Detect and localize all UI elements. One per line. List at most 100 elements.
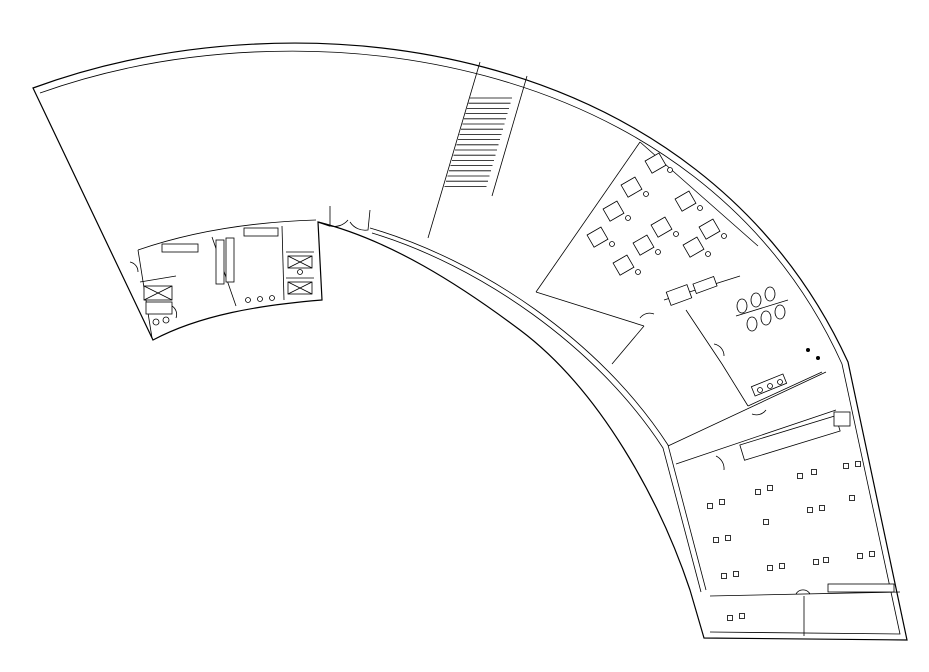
classroom-room xyxy=(535,141,759,365)
door-swing xyxy=(129,261,139,273)
seat-marker xyxy=(719,499,725,505)
toilet-fixture xyxy=(152,318,160,326)
bench xyxy=(225,237,235,283)
wc-stall xyxy=(145,301,173,315)
seat-marker xyxy=(767,485,773,491)
sink-unit xyxy=(692,276,718,294)
seat-marker xyxy=(849,495,855,501)
door-swing xyxy=(795,589,811,595)
entrance-jamb xyxy=(317,221,331,227)
toilet-fixture xyxy=(760,310,772,326)
basin-fixture xyxy=(245,297,251,303)
service-core xyxy=(639,275,823,416)
stair-wall xyxy=(491,75,528,197)
stair-wall xyxy=(427,61,481,239)
basin-fixture xyxy=(269,295,275,301)
seat-marker xyxy=(727,615,733,621)
chair xyxy=(705,251,711,257)
chair xyxy=(635,269,641,275)
partition-b xyxy=(281,225,285,301)
service-wall xyxy=(685,309,723,365)
seat-marker xyxy=(755,489,761,495)
stall-cross xyxy=(287,255,313,269)
room-wall xyxy=(611,325,645,365)
desk xyxy=(612,254,635,276)
chair xyxy=(697,205,703,211)
seat-marker xyxy=(733,571,739,577)
partition-c xyxy=(139,275,177,283)
door-leaf-right xyxy=(349,209,371,231)
outer-wall xyxy=(32,42,908,641)
seat-marker xyxy=(819,505,825,511)
outer-wall-inner-line xyxy=(39,50,901,635)
desk xyxy=(674,190,697,212)
stall-cross xyxy=(143,285,173,301)
kitchen-counter xyxy=(665,284,693,306)
desk xyxy=(602,200,625,222)
desk xyxy=(644,152,667,174)
seat-marker xyxy=(869,551,875,557)
toilet-fixture xyxy=(162,316,170,324)
desk xyxy=(650,216,673,238)
toilet-fixture xyxy=(764,286,776,302)
hall-wall xyxy=(675,409,837,465)
inner-courtyard-wall-2 xyxy=(371,232,702,593)
service-wall xyxy=(721,363,749,407)
seat-marker xyxy=(707,503,713,509)
chair xyxy=(721,233,727,239)
door-swing xyxy=(751,409,767,416)
basin-fixture xyxy=(257,296,263,302)
room-wall xyxy=(535,141,641,293)
seat-marker xyxy=(763,519,769,525)
building-shell xyxy=(32,42,908,641)
long-counter xyxy=(739,415,841,461)
basin-fixture xyxy=(777,379,783,385)
bench xyxy=(161,243,199,253)
seat-marker xyxy=(807,507,813,513)
door-swing xyxy=(639,312,655,319)
seat-marker xyxy=(767,565,773,571)
bench xyxy=(243,227,279,237)
chair xyxy=(625,215,631,221)
basin-fixture xyxy=(757,387,763,393)
desk xyxy=(682,236,705,258)
seat-marker xyxy=(811,469,817,475)
counter-end xyxy=(833,411,851,427)
bench xyxy=(215,239,225,285)
seat-marker xyxy=(843,463,849,469)
toilet-block xyxy=(735,286,789,332)
chair xyxy=(673,231,679,237)
stair-treads xyxy=(444,97,512,187)
desk xyxy=(632,234,655,256)
seat-marker xyxy=(739,613,745,619)
desk xyxy=(698,218,721,240)
chair xyxy=(643,191,649,197)
left-hall-divider xyxy=(137,219,317,251)
floor-drain xyxy=(806,348,810,352)
toilet-fixture xyxy=(297,269,303,275)
door-swing xyxy=(171,305,178,319)
seat-marker xyxy=(797,473,803,479)
seat-marker xyxy=(813,559,819,565)
seat-marker xyxy=(857,553,863,559)
seat-marker xyxy=(823,557,829,563)
entrance-doors xyxy=(317,206,371,231)
chair xyxy=(667,167,673,173)
desks xyxy=(586,152,727,276)
inner-courtyard-wall xyxy=(369,227,707,591)
toilet-fixture xyxy=(736,298,748,314)
desk xyxy=(586,226,609,248)
columns-grid xyxy=(707,461,875,621)
basin-fixture xyxy=(767,383,773,389)
door-leaf-left xyxy=(329,206,349,227)
seat-marker xyxy=(779,563,785,569)
seat-marker xyxy=(725,535,731,541)
service-wall xyxy=(747,371,823,407)
seat-marker xyxy=(721,573,727,579)
bench-row xyxy=(827,583,895,593)
floor-drain xyxy=(816,356,820,360)
door-swing xyxy=(715,455,725,471)
room-wall xyxy=(535,291,645,327)
hall-wall xyxy=(709,591,901,597)
chair xyxy=(655,249,661,255)
